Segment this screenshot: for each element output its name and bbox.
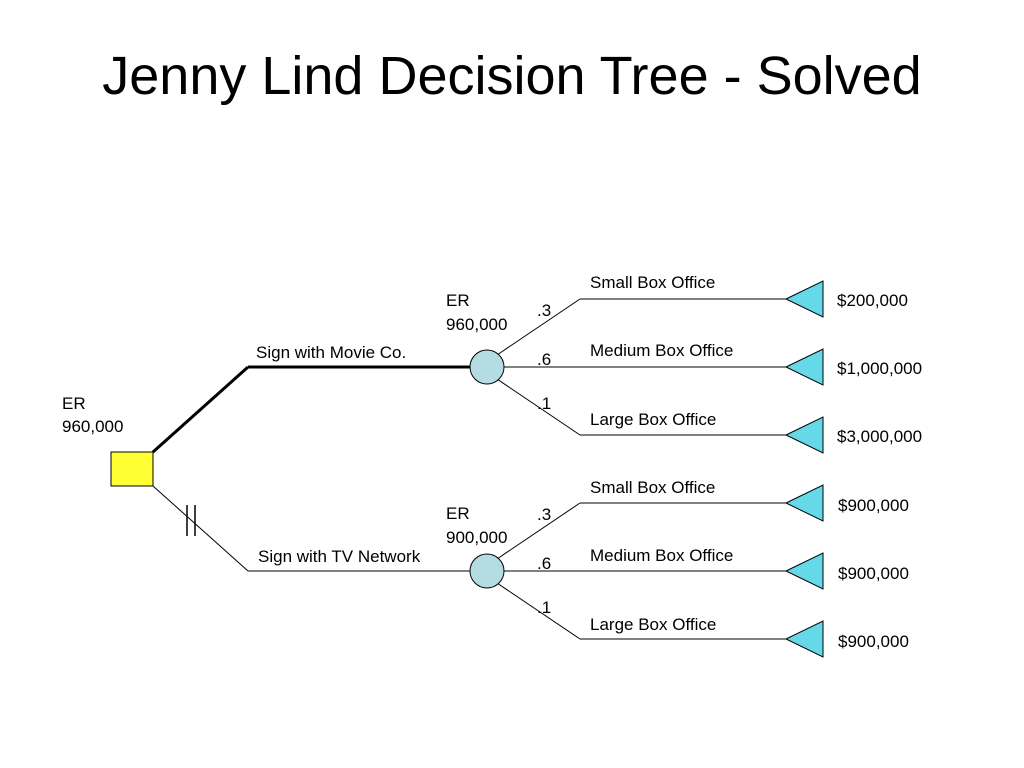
- root-er-label: ER: [62, 394, 86, 413]
- probability-label: .6: [537, 554, 551, 573]
- outcome-label: Large Box Office: [590, 410, 716, 429]
- outcome-label: Small Box Office: [590, 273, 715, 292]
- probability-label: .6: [537, 350, 551, 369]
- probability-label: .1: [537, 598, 551, 617]
- terminal-node: [784, 552, 824, 590]
- branch-label-movie: Sign with Movie Co.: [256, 343, 406, 362]
- root-er-value: 960,000: [62, 417, 123, 436]
- outcome-label: Small Box Office: [590, 478, 715, 497]
- branch-line-movie: [151, 365, 250, 454]
- outcome-line-tv-small-diag: [496, 502, 581, 560]
- branch-label-tv: Sign with TV Network: [258, 547, 421, 566]
- outcome-label: Medium Box Office: [590, 546, 733, 565]
- decision-node: [110, 451, 154, 487]
- probability-label: .1: [537, 394, 551, 413]
- outcome-line-tv-large-diag: [496, 582, 581, 640]
- outcome-line-movie-small-diag: [496, 298, 581, 356]
- chance-er-value-tv: 900,000: [446, 528, 507, 547]
- chance-er-label-tv: ER: [446, 504, 470, 523]
- chance-node-tv: [469, 553, 505, 589]
- payoff-value: $900,000: [838, 496, 909, 515]
- payoff-value: $3,000,000: [837, 427, 922, 446]
- payoff-value: $1,000,000: [837, 359, 922, 378]
- terminal-node: [784, 348, 824, 386]
- chance-er-label-movie: ER: [446, 291, 470, 310]
- outcome-line-movie-large-diag: [496, 378, 581, 436]
- probability-label: .3: [537, 505, 551, 524]
- terminal-node: [784, 620, 824, 658]
- outcome-label: Large Box Office: [590, 615, 716, 634]
- payoff-value: $900,000: [838, 564, 909, 583]
- outcome-label: Medium Box Office: [590, 341, 733, 360]
- payoff-value: $900,000: [838, 632, 909, 651]
- chance-node-movie: [469, 349, 505, 385]
- payoff-value: $200,000: [837, 291, 908, 310]
- page-title: Jenny Lind Decision Tree - Solved: [102, 46, 922, 106]
- terminal-node: [784, 416, 824, 454]
- terminal-node: [784, 484, 824, 522]
- probability-label: .3: [537, 301, 551, 320]
- terminal-node: [784, 280, 824, 318]
- branch-line-tv: [152, 485, 249, 572]
- chance-er-value-movie: 960,000: [446, 315, 507, 334]
